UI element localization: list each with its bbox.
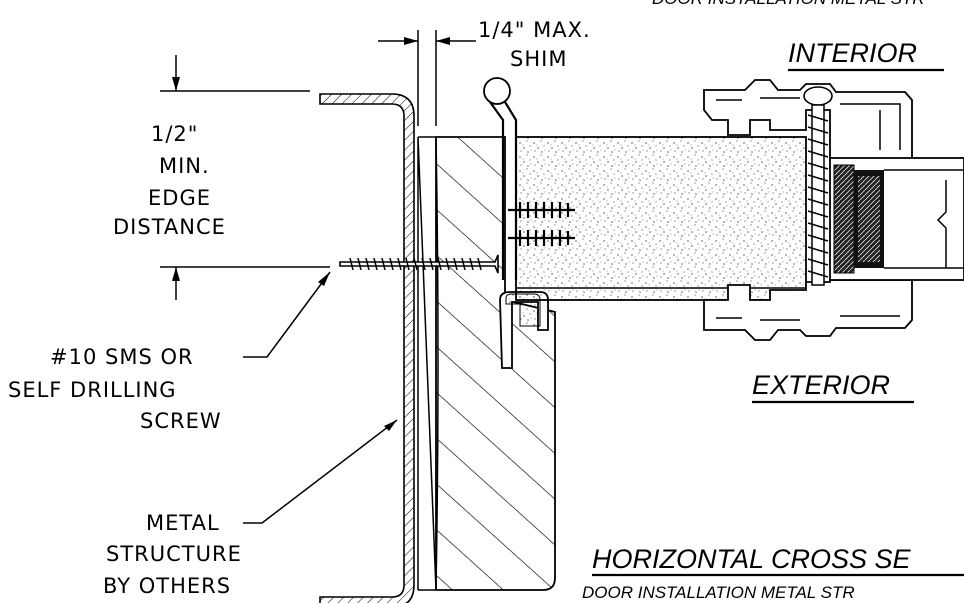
- section-subtitle: DOOR INSTALLATION METAL STR: [582, 583, 855, 602]
- frame-screw: [803, 86, 833, 286]
- edge-distance-dimension: [160, 55, 330, 300]
- shim-dimension: [378, 30, 476, 126]
- anchor-screws: [508, 202, 575, 246]
- section-title: HORIZONTAL CROSS SE: [592, 544, 912, 574]
- metal-label-line3: BY OTHERS: [103, 574, 231, 598]
- header-fragment: DOOR INSTALLATION METAL STR: [652, 0, 925, 8]
- metal-label-line1: METAL: [146, 511, 220, 535]
- main-screw: [339, 254, 499, 274]
- frame-extrusion-bottom: [703, 279, 913, 341]
- glazing-panel: [829, 157, 964, 281]
- edge-distance-label-line4: DISTANCE: [113, 215, 226, 239]
- screw-label-line1: #10 SMS OR: [50, 345, 194, 369]
- exterior-label: EXTERIOR: [752, 370, 890, 400]
- interior-label: INTERIOR: [788, 38, 917, 68]
- wood-buck: [418, 136, 556, 591]
- screw-label-line3: SCREW: [140, 409, 222, 433]
- edge-distance-label-line2: MIN.: [159, 154, 210, 178]
- edge-distance-label-line3: EDGE: [148, 186, 211, 210]
- metal-structure: [319, 93, 415, 603]
- shim-dimension-label-line1: 1/4" MAX.: [478, 18, 591, 42]
- shim-dimension-label-line2: SHIM: [510, 47, 567, 71]
- shim: [417, 136, 437, 591]
- metal-label-line2: STRUCTURE: [106, 542, 242, 566]
- metal-structure-leader: [243, 419, 398, 524]
- foam-core: [515, 136, 807, 301]
- screw-leader: [243, 271, 331, 358]
- screw-label-line2: SELF DRILLING: [8, 378, 177, 402]
- edge-distance-label-line1: 1/2": [151, 122, 198, 146]
